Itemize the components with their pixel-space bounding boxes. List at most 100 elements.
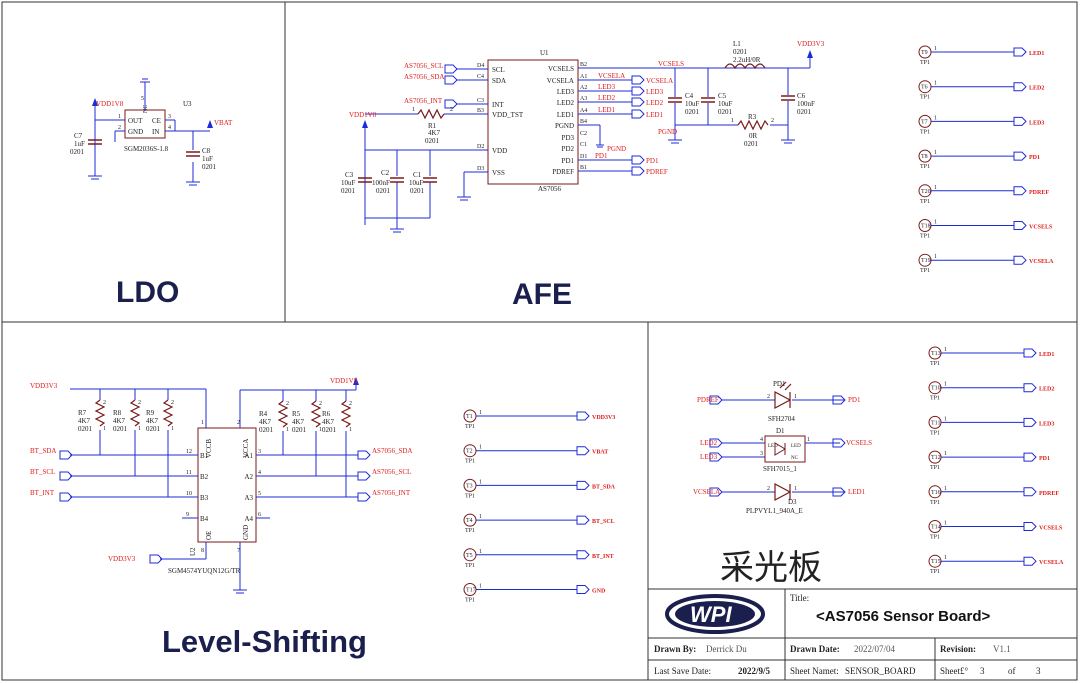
pullup-value: 4K7 [146,417,159,425]
testpoint-net-flag [576,585,590,594]
afe-net-flag-label: LED3 [646,88,664,96]
sensor-d3-ref: D3 [788,498,797,506]
level-shift-pin-name: A2 [244,473,253,481]
testpoint-net-flag [1013,186,1027,196]
testpoint-net-flag [1023,417,1037,427]
level-shift-net-flag [357,450,371,460]
testpoint-ref: T5 [466,553,473,559]
afe-pin-name: LED2 [557,99,575,107]
pullup-ref: R4 [259,410,268,418]
sensor-d1-pin3: 3 [760,451,763,457]
afe-net-label: AS7056_INT [404,97,443,105]
level-shift-pin-name: A4 [244,515,253,523]
testpoint-ref: T18 [921,224,931,230]
level-shift-vcca-pin: 2 [237,420,240,426]
testpoint-ref: T16 [931,490,941,496]
afe-c2-value: 100nF [372,179,390,187]
sensor-pd1-part: SFH2704 [768,415,795,423]
last-save-label: Last Save Date: [654,666,711,676]
pullup-pin: 2 [171,400,174,406]
sensor-pd1-pin2: 2 [767,394,770,400]
sensor-d1-vcsels: VCSELS [846,439,872,447]
ldo-c7-size: 0201 [70,148,85,156]
level-shift-oe-net: VDD3V3 [108,555,136,563]
level-shift-net-flag [59,492,73,502]
afe-r3-pin2: 2 [771,118,774,124]
testpoint-pin: 1 [944,451,947,457]
sensor-d1-part: SFH7015_1 [763,465,797,473]
testpoint-ref: T7 [921,119,928,125]
testpoint-net: LED2 [1029,86,1044,92]
afe-pin-name: PDREF [552,168,574,176]
testpoint-net: GND [592,589,606,595]
testpoint-net: PDREF [1039,491,1059,497]
afe-pin-name: LED3 [557,88,575,96]
sensor-d3-part: PLPVYL1_940A_E [746,507,803,515]
pullup-resistor [162,399,174,427]
afe-r3-pin1: 1 [731,118,734,124]
drawn-date-label: Drawn Date: [790,644,840,654]
level-shift-pin-number: 5 [258,491,261,497]
ldo-pin-in: IN [152,128,159,136]
sheet-of-label: of [1008,666,1016,676]
afe-pin-name: VCSELA [547,77,574,85]
ldo-c7-value: 1uF [74,140,85,148]
sensor-d1-inner-nc: NC [791,456,799,461]
afe-r3-resistor [737,119,769,131]
testpoint-pin: 1 [944,521,947,527]
wpi-logo: WPI [665,594,765,634]
afe-vdd3v3-net: VDD3V3 [797,40,825,48]
testpoint-pin: 1 [479,549,482,555]
testpoint-net: VBAT [592,450,608,456]
afe-pin-name: INT [492,101,504,109]
sensor-d1-pin4: 4 [760,437,763,443]
sensor-pd1-ref: PD1 [773,380,786,388]
testpoint-ref: T20 [921,189,931,195]
pullup-value: 4K7 [78,417,91,425]
sensor-d3-pin2: 2 [767,486,770,492]
pullup-resistor [277,400,289,428]
pullup-pin: 1 [286,427,289,433]
testpoint-pin: 1 [944,382,947,388]
afe-c5-size: 0201 [718,108,733,116]
testpoint-ref: T19 [921,258,931,264]
testpoint-net-flag [1013,221,1027,230]
testpoint-net-flag [576,446,590,456]
testpoint-pin: 1 [934,150,937,156]
pullup-resistor [129,399,141,427]
level-shift-vccb-pin: 1 [201,420,204,426]
afe-r1-resistor [417,108,445,120]
afe-r1-pin1: 1 [412,107,415,113]
pullup-pin: 2 [286,401,289,407]
testpoint-label: TP1 [920,199,930,205]
afe-section-title: AFE [512,278,572,311]
level-shift-pin-name: B3 [200,494,209,502]
testpoint-ref: T1 [466,414,473,420]
afe-led1-wire-label: LED1 [598,106,616,114]
level-shift-pin-name: B4 [200,515,209,523]
testpoint-pin: 1 [934,46,937,52]
sensor-d3-pin1: 1 [794,486,797,492]
afe-r1-size: 0201 [425,137,440,145]
level-shift-net: AS7056_INT [372,489,411,497]
level-shift-resistors: R74K7020121R84K7020121R94K7020121R44K702… [78,399,352,434]
level-shift-gnd-pin: 7 [237,548,240,554]
ldo-vbat-net: VBAT [214,119,233,127]
afe-pin-name: VCSELS [548,65,574,73]
sensor-d1-ref: D1 [776,427,785,435]
testpoint-ref: T15 [931,559,941,565]
pullup-value: 4K7 [292,418,305,426]
level-shift-pin-name: A1 [244,452,253,460]
pullup-resistor [94,399,106,427]
testpoint-label: TP1 [465,493,475,499]
afe-c5-ref: C5 [718,92,727,100]
level-shift-vccb: VCCB [205,439,213,458]
testpoint-net: LED3 [1029,120,1044,126]
testpoint-label: TP1 [930,569,940,575]
testpoint-net: LED1 [1039,352,1054,358]
testpoint-net-flag [1023,452,1037,462]
pullup-ref: R9 [146,409,155,417]
ldo-chip-body [124,109,166,139]
